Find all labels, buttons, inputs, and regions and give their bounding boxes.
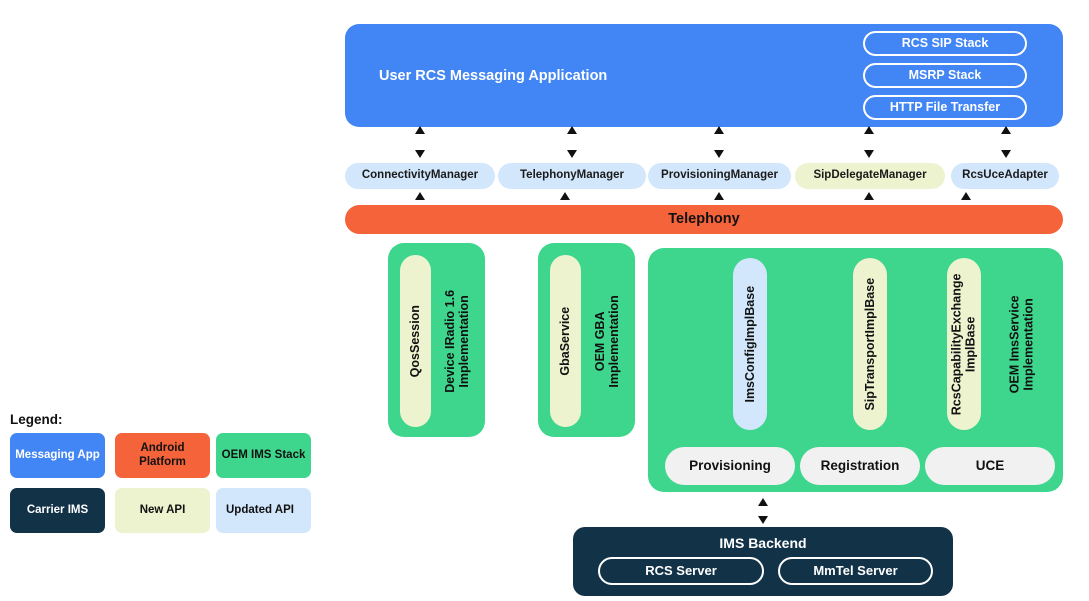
manager-pill-telephonymanager[interactable]: TelephonyManager bbox=[498, 163, 646, 189]
arrow-down-icon-sipdelegate bbox=[864, 150, 874, 158]
impl-pill-qossession[interactable]: QosSession bbox=[400, 255, 431, 427]
arrow-down-icon-rcsuce bbox=[1001, 150, 1011, 158]
impl-pill-siptransportimplbase-label: SipTransportImplBase bbox=[862, 277, 877, 411]
arrow-up-icon-mgr-telephony-telephony bbox=[560, 192, 570, 200]
arrow-up-icon-mgr-sipdelegate-telephony bbox=[864, 192, 874, 200]
stack-pill-rcs-sip: RCS SIP Stack bbox=[863, 31, 1027, 56]
manager-pill-provisioningmanager[interactable]: ProvisioningManager bbox=[648, 163, 791, 189]
legend-item-new-api: New API bbox=[115, 488, 210, 533]
service-pill-uce[interactable]: UCE bbox=[925, 447, 1055, 485]
arrow-up-icon-mgr-rcsuce-telephony bbox=[961, 192, 971, 200]
arrow-up-icon-telephony bbox=[567, 126, 577, 134]
legend-item-oem-ims-stack: OEM IMS Stack bbox=[216, 433, 311, 478]
manager-pill-sipdelegatemanager[interactable]: SipDelegateManager bbox=[795, 163, 945, 189]
arrow-up-icon-provisioning bbox=[714, 126, 724, 134]
ims-backend-title: IMS Backend bbox=[719, 534, 807, 551]
server-pill-mmtel-server: MmTel Server bbox=[778, 557, 933, 585]
legend-item-messaging-app: Messaging App bbox=[10, 433, 105, 478]
arrow-down-icon-telephony bbox=[567, 150, 577, 158]
arrow-down-icon-provisioning bbox=[714, 150, 724, 158]
arrow-up-icon-imsservice-backend bbox=[758, 498, 768, 506]
impl-pill-siptransportimplbase[interactable]: SipTransportImplBase bbox=[853, 258, 887, 430]
impl-pill-imsconfigimplbase[interactable]: ImsConfigImplBase bbox=[733, 258, 767, 430]
manager-pill-rcsuceadapter[interactable]: RcsUceAdapter bbox=[951, 163, 1059, 189]
arrow-up-icon-mgr-connectivity-telephony bbox=[415, 192, 425, 200]
user-app-title: User RCS Messaging Application bbox=[379, 68, 608, 84]
stack-pill-http-file-transfer: HTTP File Transfer bbox=[863, 95, 1027, 120]
legend-item-carrier-ims: Carrier IMS bbox=[10, 488, 105, 533]
arrow-down-icon-connectivity bbox=[415, 150, 425, 158]
service-pill-provisioning[interactable]: Provisioning bbox=[665, 447, 795, 485]
server-pill-rcs-server: RCS Server bbox=[598, 557, 764, 585]
impl-pill-gbaservice-label: GbaService bbox=[558, 306, 573, 376]
legend-item-updated-api: Updated API bbox=[216, 488, 311, 533]
manager-pill-connectivitymanager[interactable]: ConnectivityManager bbox=[345, 163, 495, 189]
impl-pill-gbaservice[interactable]: GbaService bbox=[550, 255, 581, 427]
legend-item-android-platform: Android Platform bbox=[115, 433, 210, 478]
arrow-up-icon-sipdelegate bbox=[864, 126, 874, 134]
telephony-platform-bar: Telephony bbox=[345, 205, 1063, 234]
arrow-up-icon-mgr-provisioning-telephony bbox=[714, 192, 724, 200]
arrow-up-icon-connectivity bbox=[415, 126, 425, 134]
arrow-down-icon-imsservice-backend bbox=[758, 516, 768, 524]
stack-pill-msrp: MSRP Stack bbox=[863, 63, 1027, 88]
legend-title: Legend: bbox=[10, 411, 63, 427]
impl-pill-imsconfigimplbase-label: ImsConfigImplBase bbox=[742, 285, 757, 403]
service-pill-registration[interactable]: Registration bbox=[800, 447, 920, 485]
impl-pill-qossession-label: QosSession bbox=[408, 304, 423, 378]
user-app-box bbox=[345, 24, 1063, 127]
arrow-up-icon-rcsuce bbox=[1001, 126, 1011, 134]
